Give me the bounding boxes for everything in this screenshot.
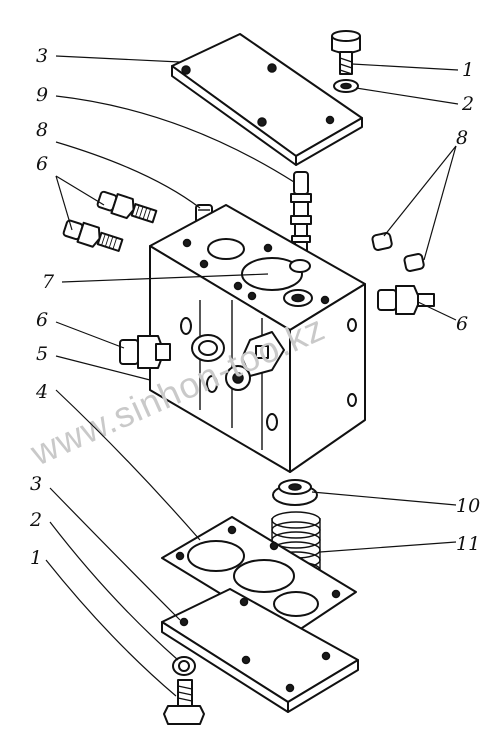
top-washer — [333, 79, 359, 93]
callout-8-left: 8 — [36, 119, 48, 141]
callout-10: 10 — [456, 495, 480, 517]
callout-8-right: 8 — [456, 127, 468, 149]
fitting-front-mid — [191, 334, 225, 362]
callout-7: 7 — [42, 271, 55, 293]
callout-5: 5 — [36, 343, 48, 365]
bottom-cover-plate — [161, 588, 359, 713]
plug-right-a — [371, 232, 393, 251]
callout-3-bottom: 3 — [30, 473, 42, 495]
valve-body — [149, 204, 366, 473]
callout-1-top: 1 — [462, 59, 474, 81]
callout-6-right: 6 — [456, 313, 468, 335]
top-bolt — [331, 30, 361, 75]
fitting-upper-1 — [96, 190, 158, 224]
bottom-washer — [172, 656, 196, 676]
spring-cap — [272, 479, 318, 506]
callout-2-top: 2 — [461, 93, 474, 115]
callout-3-top: 3 — [36, 45, 48, 67]
fitting-front-left — [119, 335, 171, 369]
plug-right-b — [403, 253, 425, 272]
callout-9: 9 — [36, 84, 48, 106]
fitting-front-low — [225, 365, 251, 391]
fitting-front-right — [241, 331, 285, 377]
gasket — [161, 516, 357, 637]
callout-6-upper-left: 6 — [36, 153, 48, 175]
callout-6-mid-left: 6 — [36, 309, 48, 331]
fitting-upper-2 — [62, 219, 124, 252]
callout-2-bottom: 2 — [29, 509, 42, 531]
leader-lines — [45, 55, 459, 697]
callout-1-bottom: 1 — [30, 547, 42, 569]
fitting-right-side — [377, 285, 435, 315]
callout-4: 4 — [35, 381, 48, 403]
callout-labels: 1 2 3 9 8 6 7 6 5 4 8 6 10 11 3 2 1 — [29, 45, 480, 569]
bottom-bolt — [163, 679, 205, 725]
callout-11: 11 — [456, 533, 480, 555]
top-cover-plate — [171, 33, 363, 166]
